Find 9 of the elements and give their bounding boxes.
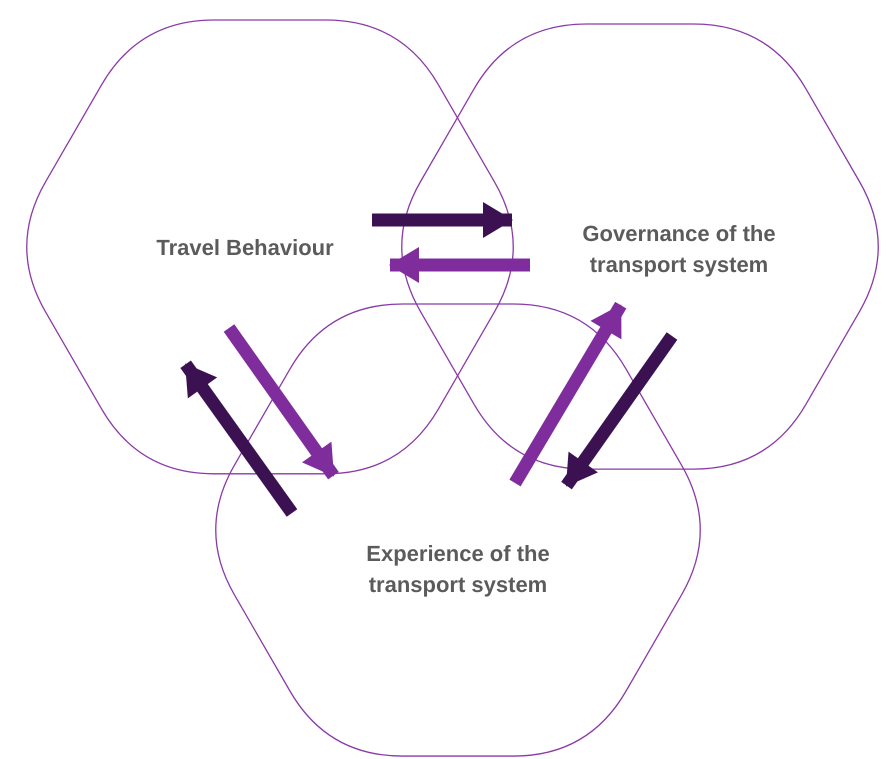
arrow: [561, 332, 678, 490]
arrow: [180, 360, 298, 517]
node-label: Travel Behaviour: [155, 234, 335, 262]
arrow: [372, 202, 513, 238]
node-label: Experience of the transport system: [365, 540, 551, 599]
node-label: Governance of the transport system: [581, 220, 777, 279]
arrow: [509, 302, 626, 486]
arrow: [389, 247, 530, 283]
arrow: [224, 324, 339, 480]
